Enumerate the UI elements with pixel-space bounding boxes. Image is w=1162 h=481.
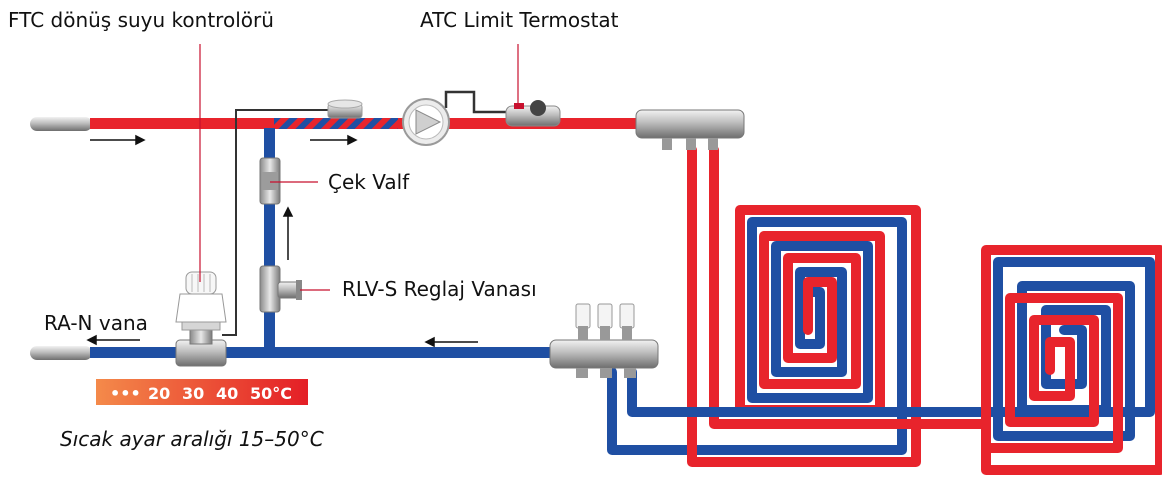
scale-dots: ••• bbox=[110, 384, 141, 403]
floor-loop-left bbox=[607, 145, 921, 467]
bypass-pipe bbox=[264, 128, 275, 350]
flow-arrows bbox=[86, 134, 478, 348]
floor-loop-right bbox=[627, 245, 1162, 475]
label-atc: ATC Limit Termostat bbox=[420, 8, 619, 32]
pump-icon bbox=[402, 98, 450, 146]
atc-thermostat-icon bbox=[505, 100, 561, 127]
ran-valve-icon bbox=[175, 327, 227, 367]
loop-right-return bbox=[627, 257, 1155, 441]
scale-value-20: 20 bbox=[148, 384, 170, 403]
temperature-scale: ••• 20 30 40 50°C bbox=[96, 379, 308, 405]
return-pipe bbox=[90, 347, 560, 358]
rlv-valve-icon bbox=[259, 265, 302, 313]
label-cek-valf: Çek Valf bbox=[328, 170, 410, 194]
capillary-line bbox=[222, 109, 334, 336]
supply-manifold-icon bbox=[635, 109, 745, 150]
return-pipe-outlet bbox=[30, 346, 92, 360]
atc-cable bbox=[444, 90, 512, 114]
scale-value-30: 30 bbox=[182, 384, 204, 403]
label-ftc: FTC dönüş suyu kontrolörü bbox=[8, 8, 274, 32]
check-valve-icon bbox=[259, 157, 281, 205]
scale-value-50: 50°C bbox=[250, 384, 292, 403]
label-ran: RA-N vana bbox=[44, 311, 148, 335]
loop-left-return bbox=[607, 217, 907, 455]
label-rlv: RLV-S Reglaj Vanası bbox=[342, 277, 537, 301]
range-caption: Sıcak ayar aralığı 15–50°C bbox=[60, 427, 324, 451]
mixing-section bbox=[274, 118, 398, 129]
leader-lines bbox=[199, 44, 519, 291]
main-pipes bbox=[30, 90, 640, 360]
loop-left-supply bbox=[687, 145, 921, 467]
air-vent-icon bbox=[327, 99, 363, 119]
supply-pipe-inlet bbox=[30, 117, 92, 131]
scale-bar bbox=[96, 379, 308, 405]
loop-left-supply-2 bbox=[709, 145, 895, 429]
ftc-head-icon bbox=[175, 271, 227, 331]
return-manifold-icon bbox=[549, 303, 659, 378]
loop-right-supply bbox=[885, 245, 1162, 475]
scale-value-40: 40 bbox=[216, 384, 238, 403]
